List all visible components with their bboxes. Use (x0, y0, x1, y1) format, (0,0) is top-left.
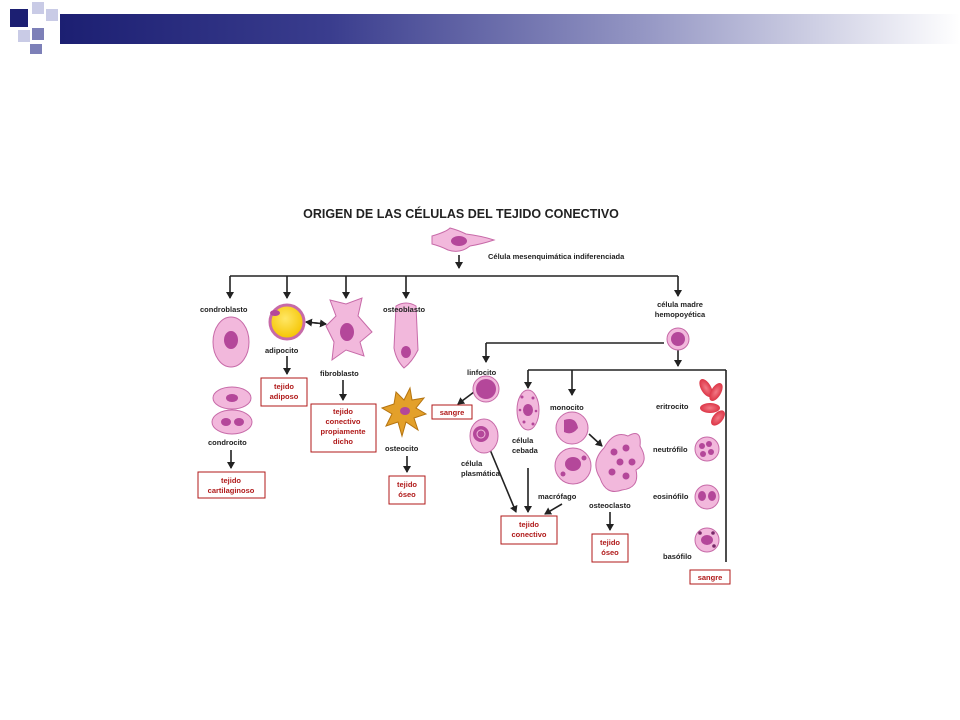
label-osteocito: osteocito (385, 444, 419, 453)
label-fibroblasto: fibroblasto (320, 369, 359, 378)
root-label: Célula mesenquimática indiferenciada (488, 252, 625, 261)
banner-square (30, 44, 42, 54)
label-celula-cebada-2: cebada (512, 446, 539, 455)
label-osteoclasto: osteoclasto (589, 501, 631, 510)
tissue-conectivo-2: conectivo (511, 530, 546, 539)
condrocito-cell (211, 386, 253, 435)
label-eritrocito: eritrocito (656, 402, 689, 411)
tissue-conectivo-propio-2: conectivo (325, 417, 360, 426)
fibroblasto-cell (325, 297, 373, 362)
label-monocito: monocito (550, 403, 584, 412)
banner-gradient-bar (60, 14, 960, 44)
monocito-cell (555, 411, 589, 445)
celula-plasmatica-cell (469, 418, 499, 454)
banner-square (46, 9, 58, 21)
label-celula-madre-1: célula madre (657, 300, 703, 309)
banner-square (32, 28, 44, 40)
adipocito-cell (268, 303, 306, 341)
linfocito-cell (472, 375, 500, 403)
label-macrofago: macrófago (538, 492, 577, 501)
tissue-oseo-2-line2: óseo (601, 548, 619, 557)
label-neutrofilo: neutrófilo (653, 445, 688, 454)
connector-lines (226, 255, 727, 562)
banner-square (10, 9, 28, 27)
label-linfocito: linfocito (467, 368, 497, 377)
eosinofilo-cell (694, 484, 720, 510)
mesenchymal-cell (431, 227, 496, 252)
label-celula-madre-2: hemopoyética (655, 310, 706, 319)
tissue-cartilaginoso-2: cartilaginoso (208, 486, 255, 495)
tissue-cartilaginoso-1: tejido (221, 476, 241, 485)
diagram-title: ORIGEN DE LAS CÉLULAS DEL TEJIDO CONECTI… (303, 206, 619, 221)
tissue-sangre-2: sangre (698, 573, 723, 582)
tissue-oseo-1-line1: tejido (397, 480, 417, 489)
osteoclasto-cell (595, 433, 645, 492)
eritrocito-cells (699, 378, 725, 426)
label-celula-plasmatica-1: célula (461, 459, 483, 468)
tissue-sangre-1: sangre (440, 408, 465, 417)
celula-cebada-cell (516, 389, 540, 431)
neutrofilo-cell (694, 436, 720, 462)
tissue-oseo-1-line2: óseo (398, 490, 416, 499)
tissue-oseo-2-line1: tejido (600, 538, 620, 547)
banner-square (18, 30, 30, 42)
osteocito-cell (380, 386, 428, 438)
label-eosinofilo: eosinófilo (653, 492, 689, 501)
tissue-conectivo-propio-1: tejido (333, 407, 353, 416)
slide-banner (0, 0, 960, 60)
basofilo-cell (694, 527, 720, 553)
osteoblasto-cell (393, 302, 419, 369)
label-osteoblasto: osteoblasto (383, 305, 426, 314)
label-condrocito: condrocito (208, 438, 247, 447)
tissue-conectivo-1: tejido (519, 520, 539, 529)
banner-square (32, 2, 44, 14)
tissue-boxes (197, 377, 731, 585)
label-condroblasto: condroblasto (200, 305, 248, 314)
tissue-conectivo-propio-3: propiamente (320, 427, 365, 436)
celula-madre-cell (666, 327, 690, 351)
label-celula-cebada-1: célula (512, 436, 534, 445)
label-basofilo: basófilo (663, 552, 692, 561)
macrofago-cell (554, 447, 592, 485)
label-adipocito: adipocito (265, 346, 299, 355)
tissue-adiposo-1: tejido (274, 382, 294, 391)
condroblasto-cell (212, 316, 250, 368)
label-celula-plasmatica-2: plasmática (461, 469, 501, 478)
tissue-adiposo-2: adiposo (270, 392, 299, 401)
tissue-conectivo-propio-4: dicho (333, 437, 353, 446)
